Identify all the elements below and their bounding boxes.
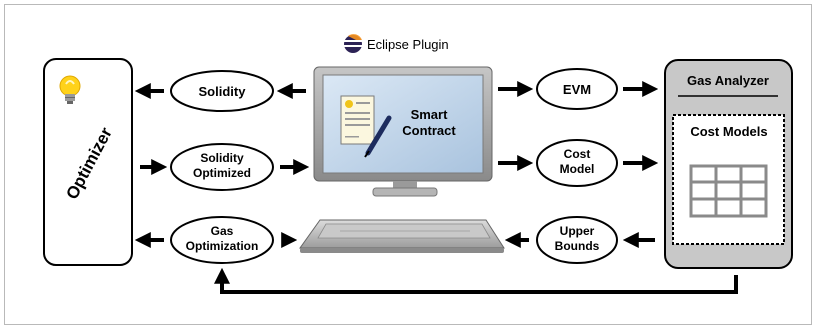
- gas-optimization-node: Gas Optimization: [170, 216, 274, 264]
- cost-models-label: Cost Models: [690, 124, 767, 139]
- eclipse-icon: [344, 34, 362, 53]
- eclipse-plugin-label: Eclipse Plugin: [367, 37, 449, 52]
- arrow-gas-analyzer-to-gas-optimization: [214, 267, 738, 294]
- upper-bounds-node: Upper Bounds: [536, 216, 618, 264]
- cost-model-label-1: Cost: [564, 147, 591, 161]
- contract-document-icon: [340, 95, 392, 158]
- figure-frame: [4, 4, 812, 325]
- computer: Smart Contract: [299, 66, 505, 253]
- lightbulb-icon: [59, 75, 81, 104]
- gas-optimization-label-1: Gas: [211, 224, 234, 238]
- cost-model-label-2: Model: [560, 162, 595, 176]
- optimizer-box: Optimizer: [43, 58, 133, 266]
- upper-bounds-label-2: Bounds: [555, 239, 600, 253]
- keyboard: [299, 219, 505, 253]
- eclipse-plugin-header: Eclipse Plugin: [344, 34, 449, 53]
- gas-optimization-label-2: Optimization: [186, 239, 259, 253]
- cost-model-node: Cost Model: [536, 139, 618, 187]
- solidity-node: Solidity: [170, 70, 274, 112]
- solidity-optimized-node: Solidity Optimized: [170, 143, 274, 191]
- solidity-optimized-label-2: Optimized: [193, 166, 251, 180]
- upper-bounds-label-1: Upper: [560, 224, 595, 238]
- smart-contract-label-2: Contract: [402, 123, 456, 138]
- solidity-optimized-label-1: Solidity: [200, 151, 244, 165]
- evm-label: EVM: [563, 82, 591, 97]
- gas-analyzer-box: Gas Analyzer Cost Models: [664, 59, 793, 269]
- evm-node: EVM: [536, 68, 618, 110]
- solidity-label: Solidity: [199, 84, 247, 99]
- gas-analyzer-title: Gas Analyzer: [687, 73, 769, 88]
- grid-table-icon: [689, 164, 768, 218]
- smart-contract-label-1: Smart: [411, 107, 449, 122]
